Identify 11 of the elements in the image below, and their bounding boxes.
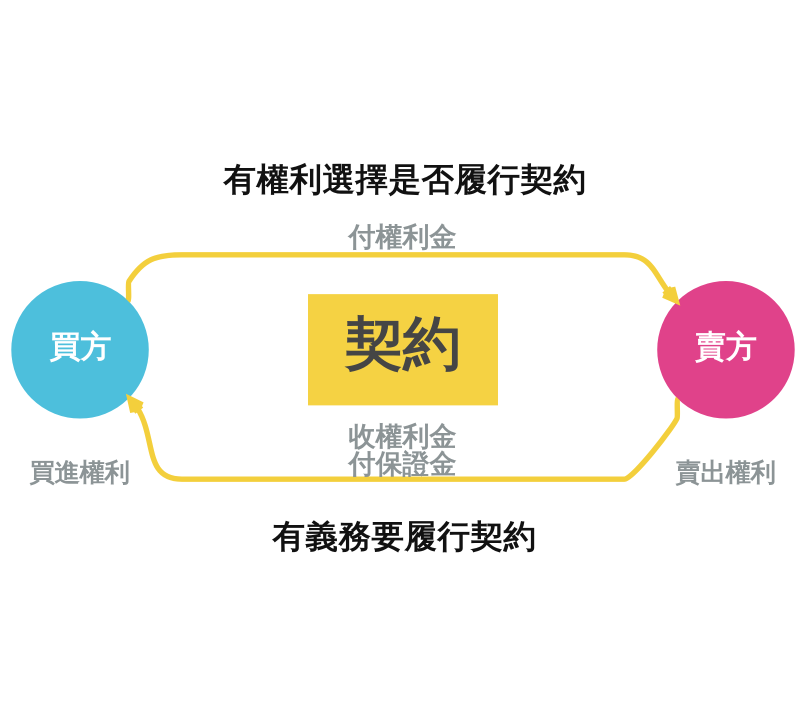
node-circle: 賣方: [657, 280, 795, 418]
node-label: 買進權利: [29, 456, 130, 486]
node-label: 賣出權利: [675, 456, 776, 486]
arrow: [127, 395, 681, 482]
edge-label: 收權利金付保證金: [348, 421, 456, 480]
arrow: [125, 252, 679, 304]
node-circle: 買方: [11, 280, 149, 418]
label: 有權利選擇是否履行契約: [223, 160, 586, 198]
node-box: 契約: [308, 294, 498, 405]
edge-label: 付權利金: [348, 221, 456, 252]
label: 有義務要履行契約: [272, 517, 536, 556]
